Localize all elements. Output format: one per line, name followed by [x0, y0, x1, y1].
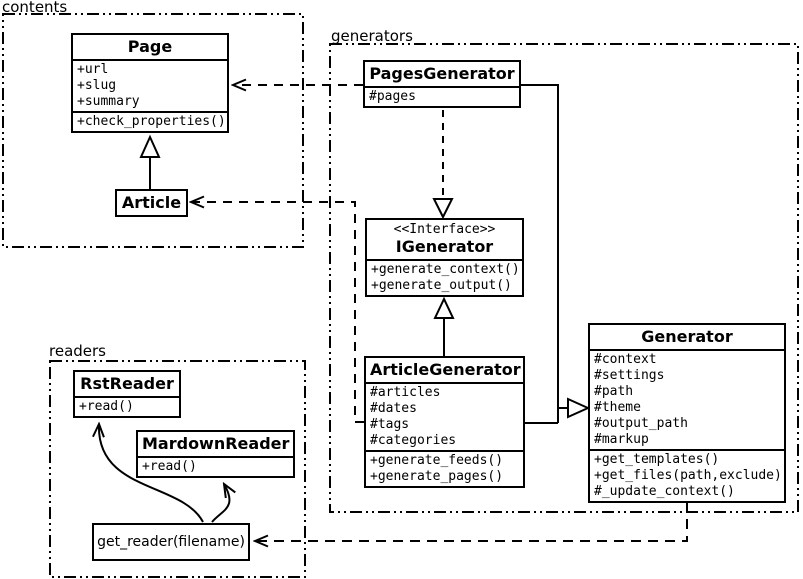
- class-box-article: Article: [115, 189, 188, 217]
- dependency-generator-getreader: [255, 502, 688, 541]
- attribute: +slug: [77, 78, 117, 93]
- attribute: #pages: [369, 89, 416, 104]
- attribute: +url: [77, 62, 109, 77]
- class-box-articlegenerator: ArticleGenerator #articles #dates #tags …: [364, 356, 525, 488]
- generators-package-border: [329, 43, 799, 513]
- class-box-generator: Generator #context #settings #path #them…: [588, 323, 786, 503]
- method: +get_templates(): [594, 452, 720, 467]
- arrow-getreader-rstreader: [99, 424, 204, 523]
- attribute: #output_path: [594, 416, 688, 431]
- method: +generate_pages(): [370, 469, 504, 484]
- methods-compartment: +read(): [138, 458, 293, 476]
- method: +get_files(path,exclude): [594, 468, 782, 483]
- class-title: Page: [73, 35, 227, 61]
- attribute: #markup: [594, 432, 649, 447]
- method: +read(): [142, 459, 197, 474]
- class-title: Generator: [590, 325, 784, 351]
- attribute: #path: [594, 384, 634, 399]
- class-box-page: Page +url +slug +summary +check_properti…: [71, 33, 229, 133]
- attributes-compartment: +url +slug +summary: [73, 61, 227, 111]
- methods-compartment: +check_properties(): [73, 111, 227, 131]
- methods-compartment: +generate_context() +generate_output(): [367, 261, 522, 295]
- class-box-rstreader: RstReader +read(): [73, 370, 181, 418]
- attribute: #tags: [370, 417, 410, 432]
- readers-package-label: readers: [49, 342, 106, 360]
- methods-compartment: +read(): [75, 398, 179, 416]
- methods-compartment: +get_templates() +get_files(path,exclude…: [590, 449, 784, 501]
- function-box-getreader: get_reader(filename): [92, 523, 250, 561]
- attributes-compartment: #context #settings #path #theme #output_…: [590, 351, 784, 449]
- arrow-getreader-mardownreader: [211, 484, 229, 523]
- function-label: get_reader(filename): [97, 534, 245, 550]
- method: +generate_feeds(): [370, 453, 504, 468]
- method: #_update_context(): [594, 484, 735, 499]
- realization-pagesgenerator-igenerator: [432, 110, 454, 220]
- method: +read(): [79, 399, 134, 414]
- attribute: #settings: [594, 368, 665, 383]
- class-box-mardownreader: MardownReader +read(): [136, 430, 295, 478]
- attribute: #dates: [370, 401, 417, 416]
- attributes-compartment: #pages: [365, 88, 519, 106]
- method: +generate_output(): [371, 278, 512, 293]
- class-title: IGenerator: [395, 237, 494, 256]
- class-box-pagesgenerator: PagesGenerator #pages: [363, 60, 521, 108]
- method: +generate_context(): [371, 262, 520, 277]
- contents-package-label: contents: [2, 0, 68, 16]
- class-box-igenerator: <<Interface>> IGenerator +generate_conte…: [365, 218, 524, 297]
- attribute: +summary: [77, 94, 140, 109]
- inheritance-article-page: [139, 134, 161, 189]
- class-title: Article: [121, 193, 182, 212]
- attribute: #context: [594, 352, 657, 367]
- contents-package-border: [2, 13, 304, 248]
- dependency-articlegenerator-article: [191, 202, 364, 423]
- method: +check_properties(): [77, 114, 226, 129]
- class-title-block: <<Interface>> IGenerator: [367, 220, 522, 261]
- class-title: MardownReader: [138, 432, 293, 458]
- attribute: #categories: [370, 433, 457, 448]
- class-title: ArticleGenerator: [366, 358, 523, 384]
- methods-compartment: +generate_feeds() +generate_pages(): [366, 450, 523, 486]
- attribute: #articles: [370, 385, 441, 400]
- generalization-articlegenerator-igenerator: [433, 296, 455, 356]
- generalization-generators-generator: [520, 84, 591, 424]
- generators-package-label: generators: [331, 27, 413, 45]
- attributes-compartment: #articles #dates #tags #categories: [366, 384, 523, 450]
- readers-package-border: [49, 360, 306, 578]
- class-title: RstReader: [75, 372, 179, 398]
- class-title: PagesGenerator: [365, 62, 519, 88]
- stereotype-label: <<Interface>>: [393, 222, 496, 237]
- attribute: #theme: [594, 400, 641, 415]
